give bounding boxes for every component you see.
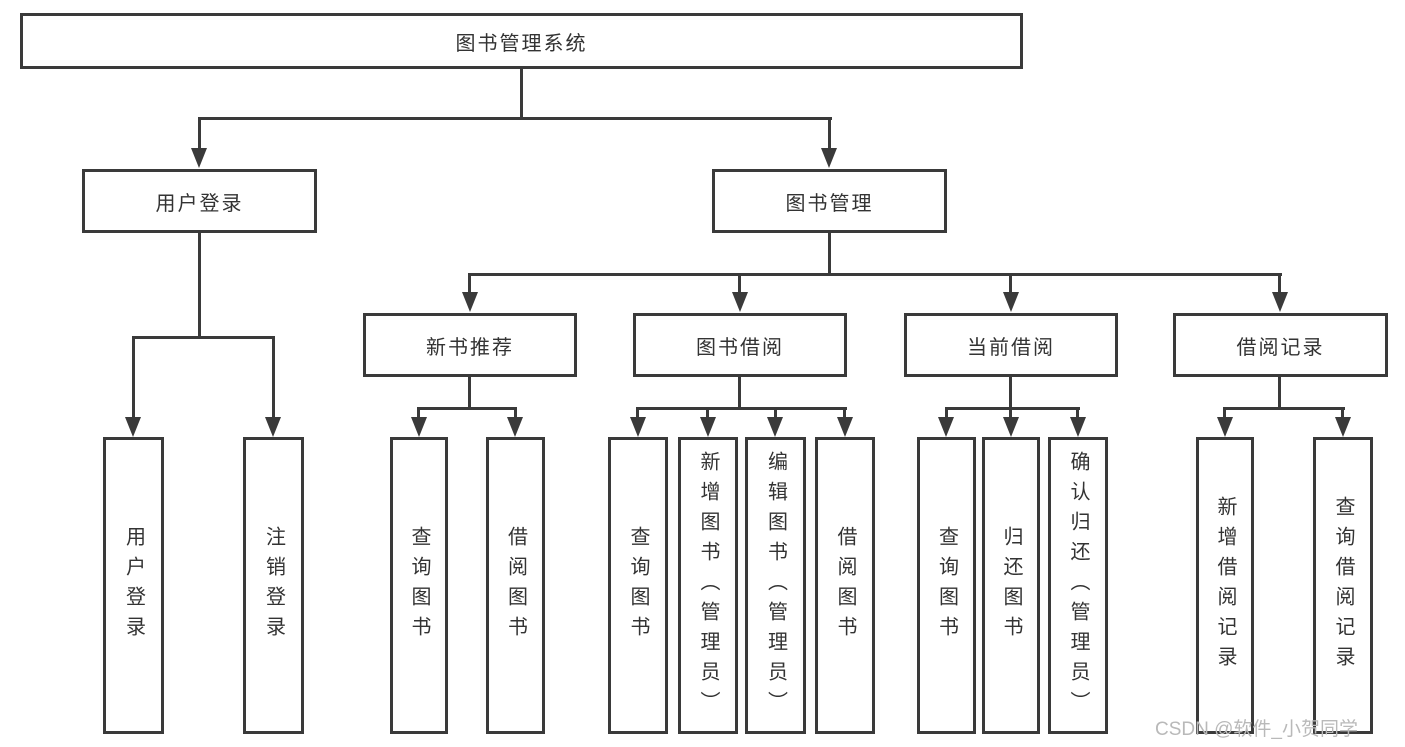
leaf-confirm-return-admin: 确认归还（管理员） xyxy=(1048,437,1108,734)
leaf-query-borrow-record-label: 查询借阅记录 xyxy=(1332,495,1354,676)
node-root: 图书管理系统 xyxy=(20,13,1023,69)
connector-drop-leaf-6 xyxy=(706,407,709,419)
connector-current-borrow-crossbar xyxy=(945,407,1080,410)
leaf-logout-label: 注销登录 xyxy=(262,525,285,646)
connector-drop-leaf-3 xyxy=(417,407,420,419)
arrowhead-borrow-record xyxy=(1272,292,1288,312)
connector-drop-book-borrow xyxy=(738,273,741,294)
leaf-return-book-label: 归还图书 xyxy=(1000,525,1022,646)
leaf-edit-book-admin-label: 编辑图书（管理员） xyxy=(764,450,787,721)
connector-drop-leaf-4 xyxy=(514,407,517,419)
leaf-add-borrow-record-label: 新增借阅记录 xyxy=(1214,495,1236,676)
node-borrow-record-label: 借阅记录 xyxy=(1236,336,1325,359)
connector-new-rec-stem xyxy=(468,377,471,407)
connector-book-borrow-stem xyxy=(738,377,741,407)
node-new-book-rec-label: 新书推荐 xyxy=(426,336,514,359)
connector-borrow-record-crossbar xyxy=(1223,407,1345,410)
arrowhead-user-login xyxy=(191,148,207,168)
arrowhead-book-borrow xyxy=(732,292,748,312)
node-user-login-label: 用户登录 xyxy=(155,192,244,215)
leaf-add-book-admin: 新增图书（管理员） xyxy=(678,437,738,734)
arrowhead-leaf-logout xyxy=(265,417,281,437)
arrowhead-leaf-3 xyxy=(411,417,427,437)
leaf-query-borrow-record: 查询借阅记录 xyxy=(1313,437,1373,734)
leaf-logout: 注销登录 xyxy=(243,437,304,734)
connector-drop-user-login xyxy=(198,117,201,150)
arrowhead-leaf-10 xyxy=(1003,417,1019,437)
connector-current-borrow-stem xyxy=(1009,377,1012,407)
arrowhead-leaf-8 xyxy=(837,417,853,437)
connector-drop-leaf-login xyxy=(132,336,135,419)
connector-drop-borrow-record xyxy=(1278,273,1281,294)
leaf-add-book-admin-label: 新增图书（管理员） xyxy=(697,450,719,721)
leaf-user-login: 用户登录 xyxy=(103,437,164,734)
connector-drop-current-borrow xyxy=(1009,273,1012,294)
leaf-query-book-1: 查询图书 xyxy=(390,437,448,734)
leaf-confirm-return-admin-label: 确认归还（管理员） xyxy=(1067,450,1089,721)
connector-borrow-record-stem xyxy=(1278,377,1281,407)
connector-drop-leaf-7 xyxy=(774,407,777,419)
connector-drop-leaf-8 xyxy=(843,407,846,419)
arrowhead-leaf-5 xyxy=(630,417,646,437)
connector-root-stem xyxy=(520,69,523,117)
node-book-borrow: 图书借阅 xyxy=(633,313,847,377)
leaf-query-book-2-label: 查询图书 xyxy=(627,525,649,646)
arrowhead-new-rec xyxy=(462,292,478,312)
arrowhead-leaf-11 xyxy=(1070,417,1086,437)
leaf-borrow-book-2: 借阅图书 xyxy=(815,437,875,734)
connector-drop-leaf-12 xyxy=(1223,407,1226,419)
leaf-borrow-book-1-label: 借阅图书 xyxy=(504,525,527,646)
leaf-user-login-label: 用户登录 xyxy=(122,525,145,646)
arrowhead-leaf-7 xyxy=(767,417,783,437)
connector-user-login-stem xyxy=(198,233,201,336)
connector-drop-new-rec xyxy=(468,273,471,294)
leaf-query-book-3-label: 查询图书 xyxy=(935,525,958,646)
connector-drop-leaf-logout xyxy=(272,336,275,419)
arrowhead-current-borrow xyxy=(1003,292,1019,312)
node-book-mgmt-label: 图书管理 xyxy=(785,192,874,215)
connector-new-rec-crossbar xyxy=(417,407,517,410)
connector-drop-leaf-11 xyxy=(1076,407,1079,419)
node-user-login: 用户登录 xyxy=(82,169,317,233)
connector-book-borrow-crossbar xyxy=(636,407,847,410)
arrowhead-book-mgmt xyxy=(821,148,837,168)
leaf-edit-book-admin: 编辑图书（管理员） xyxy=(745,437,806,734)
node-borrow-record: 借阅记录 xyxy=(1173,313,1388,377)
arrowhead-leaf-13 xyxy=(1335,417,1351,437)
node-new-book-rec: 新书推荐 xyxy=(363,313,577,377)
connector-drop-book-mgmt xyxy=(828,117,831,150)
arrowhead-leaf-9 xyxy=(938,417,954,437)
node-current-borrow: 当前借阅 xyxy=(904,313,1118,377)
node-root-label: 图书管理系统 xyxy=(455,32,588,55)
leaf-borrow-book-1: 借阅图书 xyxy=(486,437,545,734)
connector-root-crossbar xyxy=(198,117,832,120)
leaf-query-book-1-label: 查询图书 xyxy=(408,525,430,646)
node-current-borrow-label: 当前借阅 xyxy=(967,336,1055,359)
arrowhead-leaf-12 xyxy=(1217,417,1233,437)
arrowhead-leaf-6 xyxy=(700,417,716,437)
connector-book-mgmt-stem xyxy=(828,233,831,273)
arrowhead-leaf-4 xyxy=(507,417,523,437)
leaf-borrow-book-2-label: 借阅图书 xyxy=(834,525,856,646)
leaf-return-book: 归还图书 xyxy=(982,437,1040,734)
connector-user-login-crossbar xyxy=(132,336,275,339)
connector-drop-leaf-10 xyxy=(1009,407,1012,419)
leaf-query-book-2: 查询图书 xyxy=(608,437,668,734)
node-book-borrow-label: 图书借阅 xyxy=(696,336,784,359)
connector-drop-leaf-5 xyxy=(636,407,639,419)
arrowhead-leaf-login xyxy=(125,417,141,437)
csdn-watermark: CSDN @软件_小贺同学 xyxy=(1155,719,1358,740)
connector-drop-leaf-13 xyxy=(1341,407,1344,419)
connector-book-mgmt-crossbar xyxy=(468,273,1282,276)
leaf-add-borrow-record: 新增借阅记录 xyxy=(1196,437,1254,734)
node-book-mgmt: 图书管理 xyxy=(712,169,947,233)
leaf-query-book-3: 查询图书 xyxy=(917,437,976,734)
connector-drop-leaf-9 xyxy=(945,407,948,419)
